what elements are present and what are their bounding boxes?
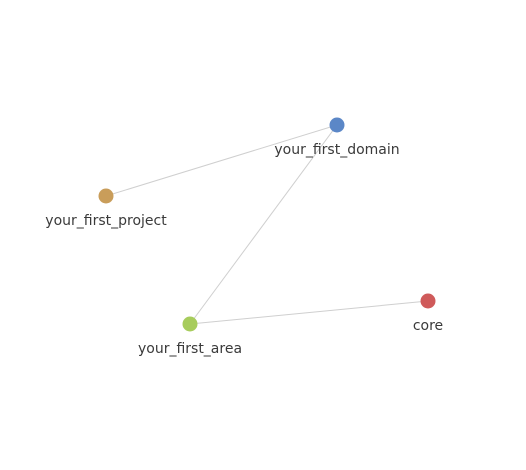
node-dot[interactable] — [420, 293, 436, 309]
node-label: your_first_project — [45, 213, 167, 229]
node-core[interactable]: core — [413, 293, 443, 335]
node-your_first_project[interactable]: your_first_project — [45, 188, 167, 230]
node-your_first_area[interactable]: your_first_area — [138, 316, 242, 358]
node-label: your_first_domain — [274, 142, 399, 158]
node-your_first_domain[interactable]: your_first_domain — [274, 117, 400, 159]
edges-layer — [105, 124, 429, 325]
edge-your_first_domain-your_first_area — [189, 124, 338, 325]
nodes-layer: your_first_domain your_first_project your_… — [45, 117, 443, 358]
edge-your_first_project-your_first_domain — [105, 124, 338, 197]
node-dot[interactable] — [182, 316, 198, 332]
node-dot[interactable] — [329, 117, 345, 133]
edge-your_first_area-core — [189, 300, 429, 325]
node-label: core — [413, 318, 443, 334]
node-label: your_first_area — [138, 341, 242, 357]
node-dot[interactable] — [98, 188, 114, 204]
